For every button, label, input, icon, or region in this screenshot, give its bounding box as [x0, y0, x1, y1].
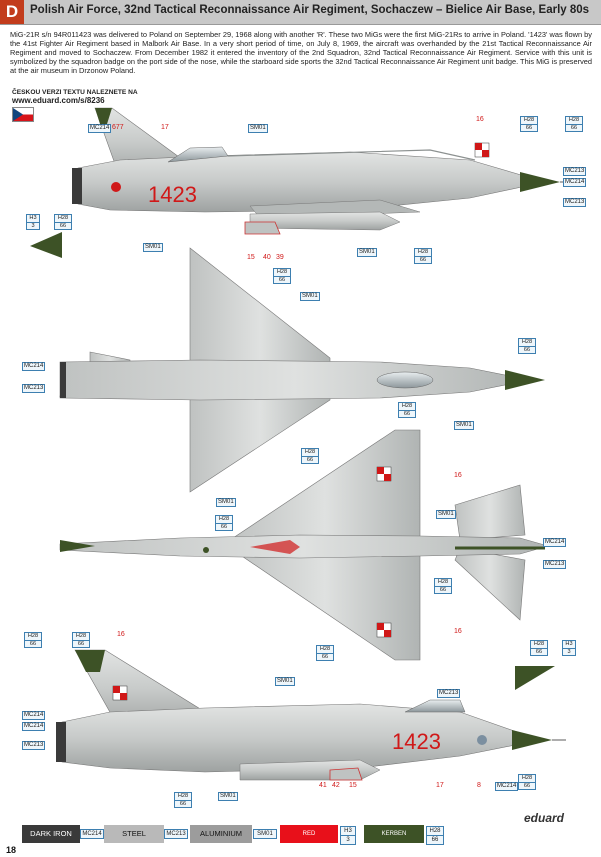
- decal-number: 15: [349, 782, 357, 789]
- callout-mc214: MC214: [543, 538, 567, 547]
- decal-number: 42: [332, 782, 340, 789]
- decal-number: 39: [276, 254, 284, 261]
- callout-mc213: MC213: [563, 198, 587, 207]
- czech-url[interactable]: www.eduard.com/s/8236: [12, 96, 105, 105]
- callout-sm01: SM01: [357, 248, 377, 257]
- page-title: Polish Air Force, 32nd Tactical Reconnai…: [30, 4, 590, 16]
- callout-mc213: MC213: [437, 689, 461, 698]
- serial-number-starboard: 1423: [392, 729, 441, 754]
- callout-sm01: SM01: [275, 677, 295, 686]
- callout-sm01: SM01: [143, 243, 163, 252]
- header-bar: D Polish Air Force, 32nd Tactical Reconn…: [0, 0, 601, 25]
- czech-note: ČESKOU VERZI TEXTU NALEZNETE NA www.edua…: [12, 89, 138, 105]
- callout-sm01: SM01: [436, 510, 456, 519]
- callout-mc214: MC214: [22, 362, 46, 371]
- czech-flag-icon: [12, 107, 34, 122]
- decal-number: 16: [476, 116, 484, 123]
- callout-mc214: MC214: [22, 722, 46, 731]
- callout-sm01: SM01: [248, 124, 268, 133]
- legend-swatch-dark-iron: DARK IRON: [22, 825, 80, 843]
- decal-number: 17: [436, 782, 444, 789]
- decal-number: 8: [477, 782, 481, 789]
- eduard-logo: eduard: [524, 811, 565, 825]
- legend-swatch-steel: STEEL: [104, 825, 164, 843]
- nose-cone-detail-1: [30, 232, 62, 258]
- callout-mc213: MC213: [543, 560, 567, 569]
- callout-mc213: MC213: [563, 167, 587, 176]
- legend-code-mc213: MC213: [164, 829, 188, 839]
- callout-sm01: SM01: [300, 292, 320, 301]
- starboard-side-view: [56, 649, 566, 781]
- callout-sm01: SM01: [454, 421, 474, 430]
- decal-number: 677: [112, 124, 124, 131]
- legend-swatch-aluminium: ALUMINIUM: [190, 825, 252, 843]
- decal-number: 17: [161, 124, 169, 131]
- nose-cone-detail-2: [515, 666, 555, 690]
- callout-mc213: MC213: [22, 741, 46, 750]
- legend-swatch-red: RED: [280, 825, 338, 843]
- bottom-view: [59, 429, 550, 661]
- decal-number: 41: [319, 782, 327, 789]
- callout-mc214: MC214: [88, 124, 112, 133]
- top-view: [58, 247, 545, 493]
- serial-number-port: 1423: [148, 182, 197, 207]
- legend-swatch-kerben: KERBEN: [364, 825, 424, 843]
- callout-mc214: MC214: [495, 782, 519, 791]
- decal-number: 16: [454, 472, 462, 479]
- callout-mc214: MC214: [563, 178, 587, 187]
- callout-mc213: MC213: [22, 384, 46, 393]
- description-text: MiG-21R s/n 94R011423 was delivered to P…: [10, 30, 592, 76]
- decal-number: 16: [117, 631, 125, 638]
- profile-letter: D: [0, 0, 24, 24]
- decal-number: 15: [247, 254, 255, 261]
- port-side-view: [72, 107, 575, 235]
- legend-code-sm01: SM01: [253, 829, 277, 839]
- legend-code-mc214: MC214: [80, 829, 104, 839]
- callout-sm01: SM01: [216, 498, 236, 507]
- callout-sm01: SM01: [218, 792, 238, 801]
- decal-number: 40: [263, 254, 271, 261]
- czech-label: ČESKOU VERZI TEXTU NALEZNETE NA: [12, 89, 138, 96]
- page-number: 18: [6, 845, 17, 855]
- callout-mc214: MC214: [22, 711, 46, 720]
- decal-number: 16: [454, 628, 462, 635]
